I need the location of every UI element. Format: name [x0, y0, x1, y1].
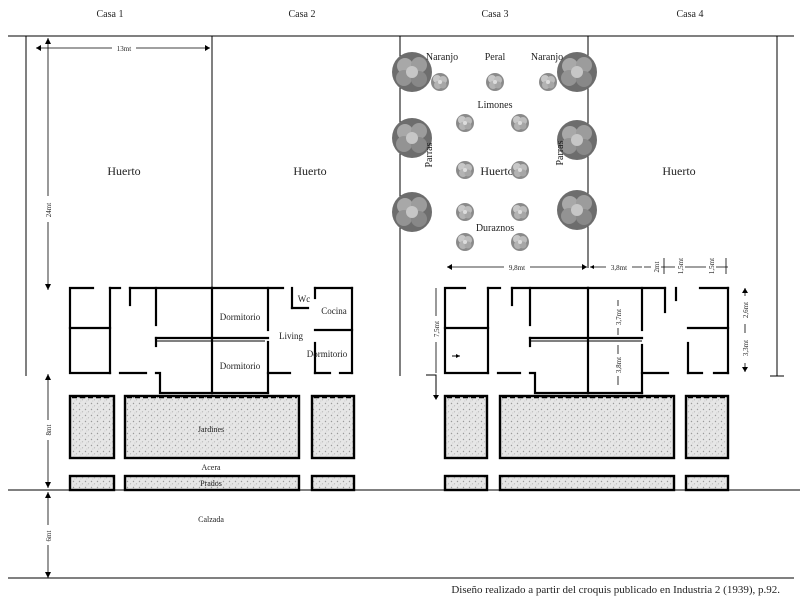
jardines-label: Jardines — [198, 425, 224, 434]
house-pair-left — [68, 286, 354, 395]
dim-1-5mt-b-label: 1,5mt — [708, 258, 716, 274]
duraznos-label: Duraznos — [476, 223, 514, 234]
dim-2-6mt-label: 2,6mt — [742, 302, 750, 318]
dim-24mt-label: 24mt — [45, 203, 53, 217]
peral-label: Peral — [485, 52, 506, 63]
dimension-6mt — [43, 492, 53, 578]
room-dormitorio-top: Dormitorio — [220, 312, 261, 322]
calzada-label: Calzada — [198, 515, 224, 524]
orchard-trees — [392, 52, 597, 251]
prados-label: Prados — [200, 479, 222, 488]
dim-9-8mt-label: 9,8mt — [509, 264, 525, 272]
caption: Diseño realizado a partir del croquis pu… — [451, 584, 780, 596]
dimension-13mt — [36, 43, 210, 53]
room-dormitorio-bottom: Dormitorio — [220, 361, 261, 371]
dimension-24mt — [43, 38, 53, 290]
house-2-label: Casa 2 — [289, 9, 316, 20]
dim-1-5mt-a-label: 1,5mt — [677, 258, 685, 274]
interior-dimensions — [156, 253, 751, 400]
huerto-label-2: Huerto — [293, 164, 326, 178]
house-4-label: Casa 4 — [677, 9, 704, 20]
dim-13mt-label: 13mt — [117, 45, 131, 53]
acera-label: Acera — [201, 463, 221, 472]
huerto-label-3: Huerto — [480, 164, 513, 178]
room-dormitorio-side: Dormitorio — [307, 349, 348, 359]
naranjo-right-label: Naranjo — [531, 52, 563, 63]
dim-6mt-label: 6mt — [45, 531, 53, 542]
house-3-label: Casa 3 — [482, 9, 509, 20]
parras-left-label: Parras — [424, 142, 435, 167]
room-living: Living — [279, 331, 303, 341]
front-gardens — [68, 394, 730, 460]
naranjo-left-label: Naranjo — [426, 52, 458, 63]
dim-3-3mt-label: 3,3mt — [742, 340, 750, 356]
dim-7-5mt-label: 7,5mt — [433, 321, 441, 337]
limones-label: Limones — [478, 100, 513, 111]
dim-3-8mt-label: 3,8mt — [611, 264, 627, 272]
dim-3-8mt-v-label: 3,8mt — [615, 357, 623, 373]
huerto-label-1: Huerto — [107, 164, 140, 178]
dim-2mt-label: 2mt — [653, 262, 661, 273]
huerto-label-4: Huerto — [662, 164, 695, 178]
dim-3-7mt-label: 3,7mt — [615, 309, 623, 325]
house-1-label: Casa 1 — [97, 9, 124, 20]
room-cocina: Cocina — [321, 306, 347, 316]
dim-8mt-label: 8mt — [45, 425, 53, 436]
room-wc: Wc — [298, 294, 311, 304]
prados-strips — [68, 474, 730, 492]
dimension-8mt — [43, 374, 53, 488]
house-pair-right — [443, 286, 730, 395]
parras-right-label: Parras — [555, 140, 566, 165]
